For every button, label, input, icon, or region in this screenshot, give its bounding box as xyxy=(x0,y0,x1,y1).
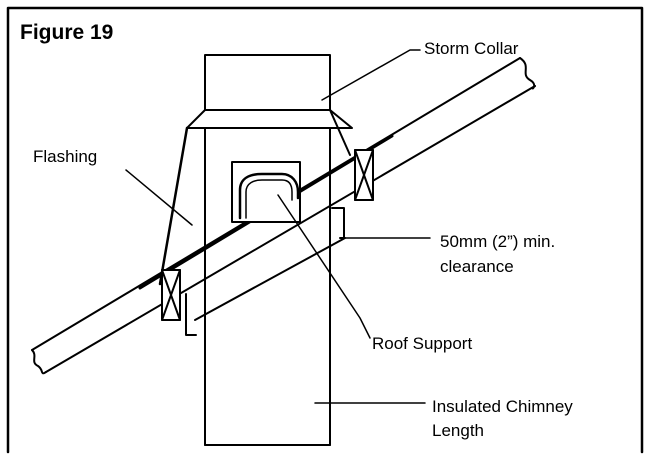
leader-storm-collar xyxy=(321,49,421,101)
chimney-top-section xyxy=(204,54,331,111)
roof-support-saddle-inner xyxy=(245,179,293,219)
leader-roof-support xyxy=(277,194,371,339)
roof-break-right xyxy=(519,57,536,90)
figure-title: Figure 19 xyxy=(20,21,114,44)
flashing-left-leg xyxy=(158,126,189,286)
label-chimney-line2: Length xyxy=(432,421,484,440)
figure-frame xyxy=(6,6,644,454)
rafter-block-right-x xyxy=(354,149,374,201)
roof-bottom-surface xyxy=(45,85,536,373)
label-clearance-line2: clearance xyxy=(440,257,514,276)
clearance-bracket-right xyxy=(331,207,345,239)
roof-break-left xyxy=(31,349,47,375)
rafter-block-left-x xyxy=(161,269,181,321)
label-roof-support: Roof Support xyxy=(372,334,473,353)
label-chimney-line1: Insulated Chimney xyxy=(432,397,573,416)
clearance-bracket-left xyxy=(185,293,197,336)
roof-support-saddle xyxy=(238,172,300,220)
storm-collar xyxy=(186,109,353,129)
label-flashing: Flashing xyxy=(33,147,98,166)
flashing-right-leg xyxy=(329,109,351,156)
leader-flashing xyxy=(125,169,193,226)
ceiling-line xyxy=(194,237,346,321)
label-clearance-line1: 50mm (2”) min. xyxy=(440,232,556,251)
label-storm-collar: Storm Collar xyxy=(424,39,519,58)
